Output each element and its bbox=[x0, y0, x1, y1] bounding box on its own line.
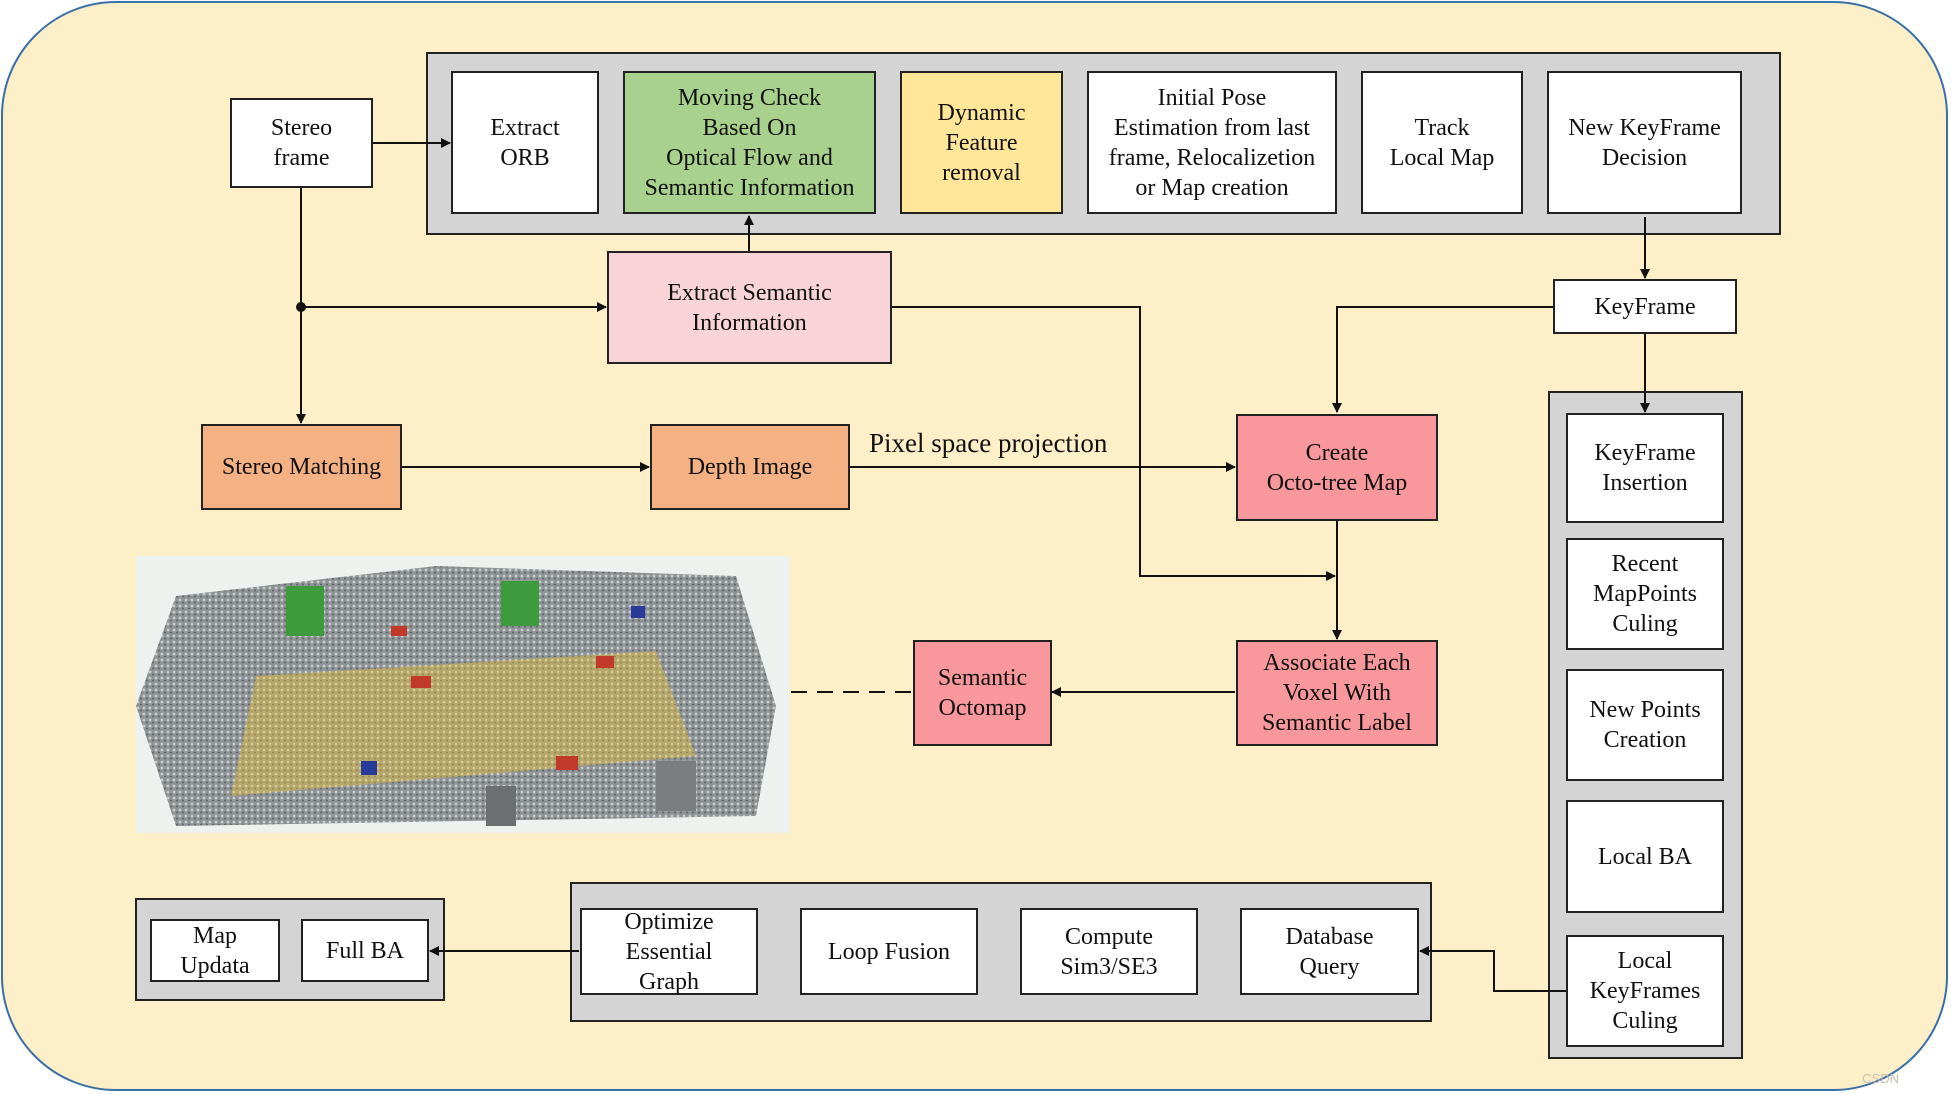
extract-orb-node: Extract ORB bbox=[451, 71, 599, 214]
full-ba-node: Full BA bbox=[301, 919, 429, 982]
keyframe-node: KeyFrame bbox=[1553, 279, 1737, 334]
keyframe-insertion-node: KeyFrame Insertion bbox=[1566, 413, 1724, 523]
associate-voxel-node: Associate Each Voxel With Semantic Label bbox=[1236, 640, 1438, 746]
map-updata-node: Map Updata bbox=[150, 919, 280, 982]
create-octotree-node: Create Octo-tree Map bbox=[1236, 414, 1438, 521]
compute-sim3-node: Compute Sim3/SE3 bbox=[1020, 908, 1198, 995]
local-ba-node: Local BA bbox=[1566, 800, 1724, 913]
depth-image-node: Depth Image bbox=[650, 424, 850, 510]
semantic-octomap-node: Semantic Octomap bbox=[913, 640, 1052, 746]
new-points-node: New Points Creation bbox=[1566, 669, 1724, 781]
stereo-matching-node: Stereo Matching bbox=[201, 424, 402, 510]
stereo-frame-node: Stereo frame bbox=[230, 98, 373, 188]
optimize-graph-node: Optimize Essential Graph bbox=[580, 908, 758, 995]
local-keyframes-culing-node: Local KeyFrames Culing bbox=[1566, 935, 1724, 1047]
semantic-map-image bbox=[136, 556, 790, 833]
database-query-node: Database Query bbox=[1240, 908, 1419, 995]
track-local-map-node: Track Local Map bbox=[1361, 71, 1523, 214]
loop-fusion-node: Loop Fusion bbox=[800, 908, 978, 995]
new-keyframe-decision-node: New KeyFrame Decision bbox=[1547, 71, 1742, 214]
recent-mappoints-node: Recent MapPoints Culing bbox=[1566, 538, 1724, 650]
pixel-projection-label: Pixel space projection bbox=[869, 428, 1108, 458]
extract-semantic-node: Extract Semantic Information bbox=[607, 251, 892, 364]
watermark: CSDN bbox=[1862, 1071, 1899, 1086]
moving-check-node: Moving Check Based On Optical Flow and S… bbox=[623, 71, 876, 214]
dynamic-removal-node: Dynamic Feature removal bbox=[900, 71, 1063, 214]
initial-pose-node: Initial Pose Estimation from last frame,… bbox=[1087, 71, 1337, 214]
